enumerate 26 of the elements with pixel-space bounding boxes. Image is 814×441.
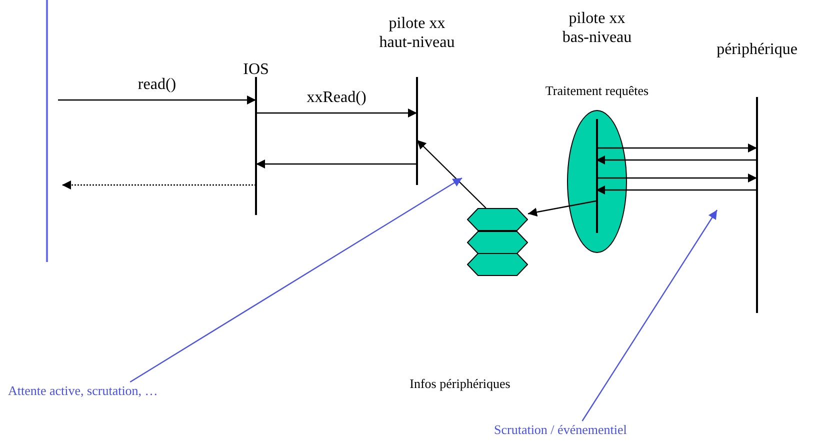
arrow [528, 200, 596, 217]
arrow [596, 186, 757, 194]
hexagon [467, 231, 528, 254]
arrow [596, 156, 757, 164]
lifeline-heading: périphérique [716, 40, 798, 59]
lifeline [596, 119, 598, 233]
arrow [58, 96, 256, 104]
hexagon [467, 208, 528, 231]
dotted-arrow [62, 180, 256, 190]
hexagon [467, 253, 528, 276]
edge-label: xxRead() [306, 89, 368, 107]
arrow [596, 174, 757, 182]
lifeline-heading: Traitement requêtes [544, 83, 650, 99]
arrow [596, 144, 757, 152]
arrow [256, 108, 417, 118]
lifeline-heading: pilote xx haut-niveau [378, 14, 456, 52]
arrow [416, 140, 486, 208]
lifeline-heading: IOS [242, 60, 270, 79]
edge-label: read() [136, 76, 178, 94]
arrow [256, 160, 417, 168]
annotation-text: Scrutation / événementiel [494, 421, 627, 439]
arrow [582, 210, 718, 422]
caption-text: Infos périphériques [410, 375, 510, 393]
annotation-text: Attente active, scrutation, … [8, 382, 158, 400]
arrow [130, 177, 462, 383]
lifeline-heading: pilote xx bas-niveau [561, 8, 633, 47]
